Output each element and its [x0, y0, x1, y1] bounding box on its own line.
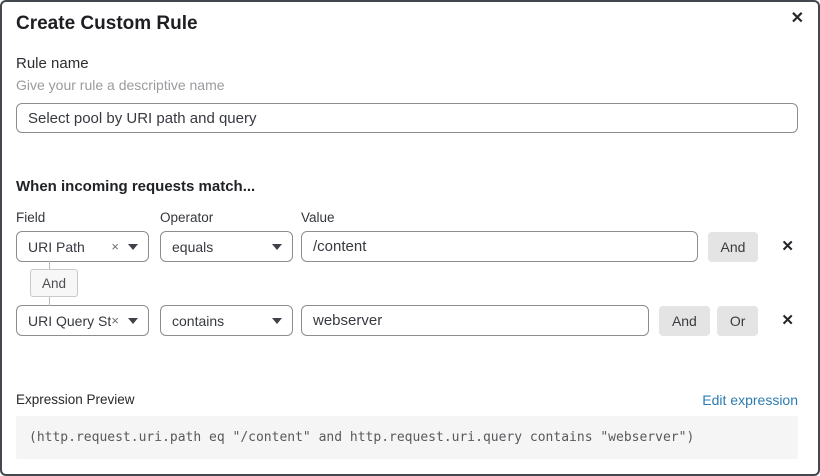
value-column-label: Value — [301, 210, 335, 225]
close-icon[interactable]: ✕ — [785, 7, 810, 31]
column-labels: Field Operator Value — [16, 209, 798, 226]
edit-expression-link[interactable]: Edit expression — [702, 392, 798, 408]
remove-condition-icon[interactable]: ✕ — [777, 311, 798, 330]
field-select[interactable]: URI Query St... × — [16, 305, 149, 336]
connector-and-chip: And — [30, 269, 79, 297]
chevron-down-icon — [128, 317, 138, 324]
clear-selection-icon[interactable]: × — [111, 313, 119, 328]
field-select[interactable]: URI Path × — [16, 231, 149, 262]
operator-column-label: Operator — [160, 210, 214, 225]
value-input[interactable] — [301, 305, 649, 336]
expression-code: (http.request.uri.path eq "/content" and… — [29, 430, 695, 445]
and-button[interactable]: And — [707, 231, 759, 262]
value-input[interactable] — [301, 231, 698, 262]
page-title: Create Custom Rule — [16, 13, 198, 34]
chevron-down-icon — [272, 317, 282, 324]
rule-name-hint: Give your rule a descriptive name — [16, 77, 225, 93]
chevron-down-icon — [128, 243, 138, 250]
field-select-value: URI Path — [28, 238, 85, 255]
operator-select[interactable]: contains — [160, 305, 293, 336]
operator-select[interactable]: equals — [160, 231, 293, 262]
operator-select-value: contains — [172, 312, 225, 329]
rule-name-input[interactable] — [16, 103, 798, 133]
remove-condition-icon[interactable]: ✕ — [777, 237, 798, 256]
match-heading: When incoming requests match... — [16, 178, 256, 195]
condition-connector: And — [16, 261, 798, 306]
and-button[interactable]: And — [658, 305, 710, 336]
or-button[interactable]: Or — [716, 305, 759, 336]
expression-preview-header: Expression Preview Edit expression — [16, 391, 798, 409]
expression-code-block: (http.request.uri.path eq "/content" and… — [16, 416, 798, 459]
chevron-down-icon — [272, 243, 282, 250]
condition-row: URI Path × equals And ✕ — [16, 231, 798, 262]
field-column-label: Field — [16, 210, 46, 225]
field-select-value: URI Query St... — [28, 312, 112, 329]
expression-preview-label: Expression Preview — [16, 392, 135, 407]
clear-selection-icon[interactable]: × — [111, 239, 119, 254]
rule-name-label: Rule name — [16, 55, 89, 72]
condition-row: URI Query St... × contains And Or ✕ — [16, 305, 798, 336]
operator-select-value: equals — [172, 238, 214, 255]
